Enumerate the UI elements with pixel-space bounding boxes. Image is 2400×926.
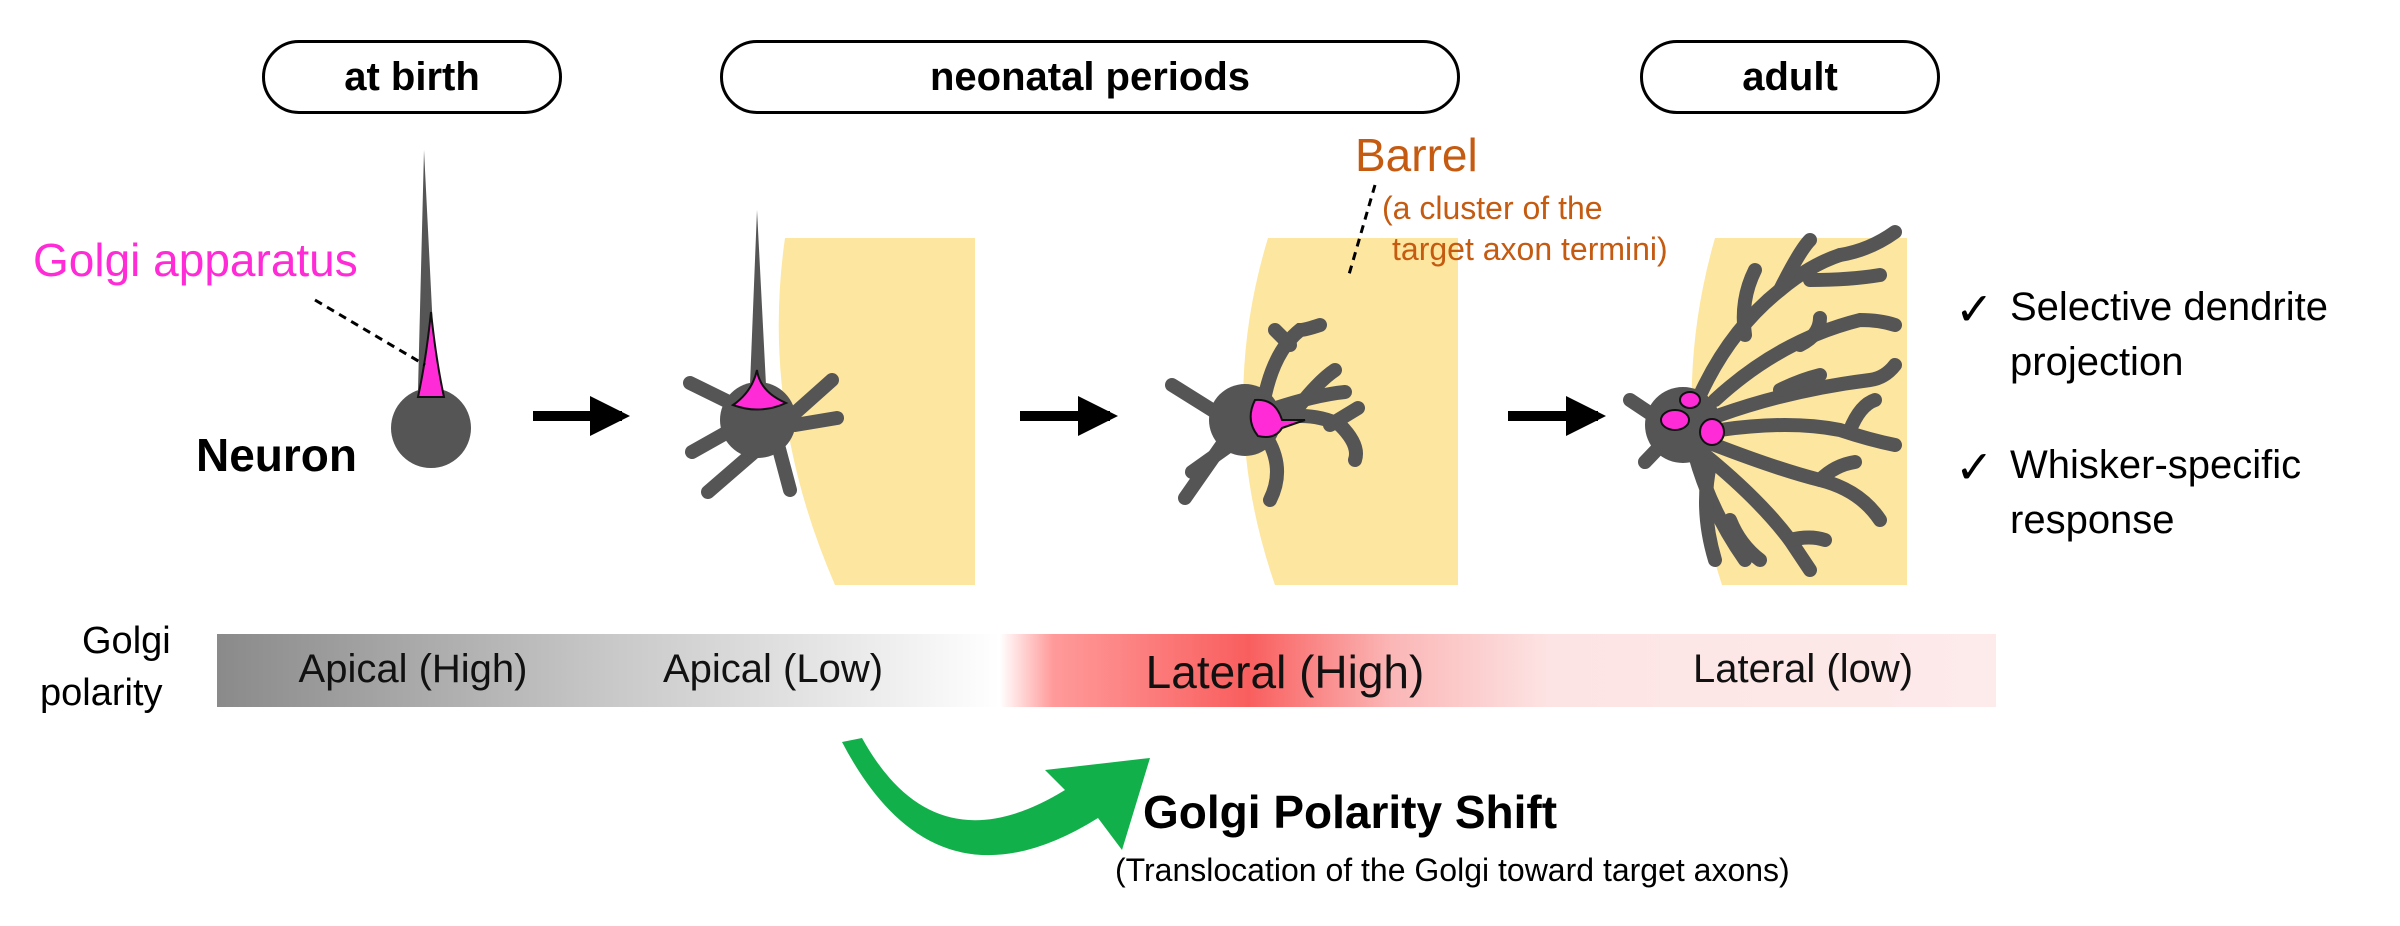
stage-label-at-birth: at birth: [262, 40, 562, 114]
golgi-leader-line: [314, 298, 426, 367]
polarity-segment-lateral-high: Lateral (High): [1145, 646, 1425, 698]
outcome-1-line-1: Selective dendrite: [2010, 285, 2328, 329]
golgi-apparatus-label: Golgi apparatus: [33, 234, 358, 286]
polarity-shift-title: Golgi Polarity Shift: [1143, 786, 1558, 838]
polarity-axis-label-2: polarity: [40, 672, 163, 714]
polarity-gradient-bar: [217, 634, 1996, 707]
outcome-2-line-2: response: [2010, 498, 2175, 542]
outcome-1-line-2: projection: [2010, 340, 2184, 384]
polarity-axis-label-1: Golgi: [82, 620, 171, 662]
check-icon: ✓: [1955, 283, 1994, 335]
polarity-segment-apical-high: Apical (High): [298, 647, 528, 691]
neuron-label: Neuron: [196, 429, 357, 481]
stage-label-neonatal: neonatal periods: [720, 40, 1460, 114]
polarity-shift-arrow: [842, 738, 1150, 856]
polarity-segment-apical-low: Apical (Low): [662, 647, 884, 691]
barrel-1: [778, 238, 975, 585]
neuron-adult: [1623, 225, 1902, 577]
barrel-leader-line: [1346, 184, 1377, 279]
neuron-neonatal-late: [1165, 318, 1365, 507]
outcome-2-line-1: Whisker-specific: [2010, 443, 2302, 487]
barrel-label: Barrel: [1355, 129, 1478, 181]
check-icon: ✓: [1955, 441, 1994, 493]
barrel-note-line-2: target axon termini): [1392, 231, 1668, 267]
neuron-at-birth: [391, 150, 471, 468]
polarity-shift-subtitle: (Translocation of the Golgi toward targe…: [1115, 852, 1790, 888]
stage-label-adult: adult: [1640, 40, 1940, 114]
barrel-note-line-1: (a cluster of the: [1382, 190, 1603, 226]
polarity-segment-lateral-low: Lateral (low): [1692, 647, 1914, 691]
